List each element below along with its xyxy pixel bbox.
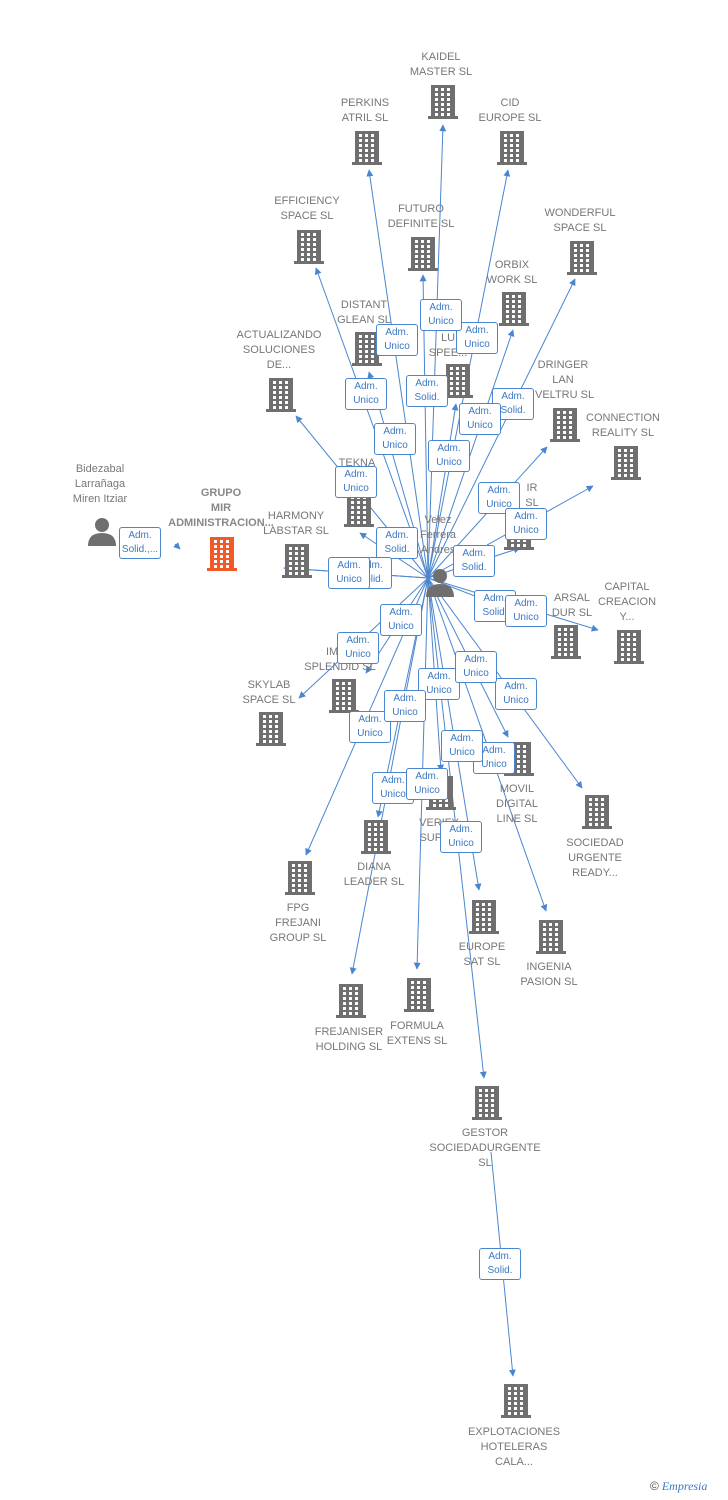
company-label-sociedad[interactable]: SOCIEDAD URGENTE READY... (566, 837, 624, 879)
building-icon[interactable] (352, 332, 382, 366)
role-badge[interactable]: Adm. Solid. (406, 375, 448, 407)
building-icon[interactable] (207, 537, 237, 571)
relation-edge-velez-lu (427, 403, 459, 579)
building-icon[interactable] (361, 820, 391, 854)
building-icon[interactable] (408, 237, 438, 271)
building-icon[interactable] (582, 795, 612, 829)
relation-edge-velez-perkins (366, 169, 429, 579)
building-icon[interactable] (611, 446, 641, 480)
company-label-skylab[interactable]: SKYLAB SPACE SL (242, 679, 296, 706)
role-badge[interactable]: Adm. Unico (384, 690, 426, 722)
building-icon[interactable] (499, 292, 529, 326)
company-label-movil[interactable]: MOVIL DIGITAL LINE SL (496, 783, 538, 825)
role-badge[interactable]: Adm. Unico (345, 378, 387, 410)
building-icon[interactable] (428, 85, 458, 119)
brand-name: Empresia (661, 1479, 708, 1493)
building-icon[interactable] (352, 131, 382, 165)
role-badge[interactable]: Adm. Unico (406, 768, 448, 800)
role-badge[interactable]: Adm. Unico (505, 508, 547, 540)
company-label-dringer[interactable]: DRINGER LAN IVELTRU SL (531, 359, 595, 401)
role-badge[interactable]: Adm. Unico (374, 423, 416, 455)
building-icon[interactable] (501, 1384, 531, 1418)
role-badge[interactable]: Adm. Unico (428, 440, 470, 472)
company-label-efficiency[interactable]: EFFICIENCY SPACE SL (274, 195, 340, 222)
role-badge[interactable]: Adm. Unico (459, 403, 501, 435)
building-icon[interactable] (404, 978, 434, 1012)
relation-edge-velez-efficiency (314, 267, 429, 579)
node-layer (88, 85, 644, 1418)
company-label-gestor[interactable]: GESTOR SOCIEDADURGENTE SL (429, 1127, 541, 1169)
role-badge[interactable]: Adm. Unico (328, 557, 370, 589)
company-label-ingenia[interactable]: INGENIA PASION SL (520, 961, 578, 988)
company-label-ir[interactable]: IR SL (525, 482, 539, 509)
company-label-wonderful[interactable]: WONDERFUL SPACE SL (544, 207, 616, 234)
person-label-velez[interactable]: Velez Ferrera Andres (419, 514, 457, 556)
role-badge[interactable]: Adm. Unico (380, 604, 422, 636)
company-label-fpg[interactable]: FPG FREJANI GROUP SL (269, 902, 327, 944)
building-icon[interactable] (551, 625, 581, 659)
company-label-capital[interactable]: CAPITAL CREACION Y... (597, 581, 657, 623)
person-icon[interactable] (88, 518, 116, 546)
role-badge[interactable]: Adm. Unico (495, 678, 537, 710)
role-badge[interactable]: Adm. Unico (440, 821, 482, 853)
role-badge[interactable]: Adm. Unico (441, 730, 483, 762)
building-icon[interactable] (344, 493, 374, 527)
building-icon[interactable] (282, 544, 312, 578)
role-badge[interactable]: Adm. Unico (335, 466, 377, 498)
company-label-distant[interactable]: DISTANT GLEAN SL (337, 299, 391, 326)
building-icon[interactable] (472, 1086, 502, 1120)
person-label-bidezabal[interactable]: Bidezabal Larrañaga Miren Itziar (72, 463, 128, 505)
company-label-diana[interactable]: DIANA LEADER SL (343, 861, 405, 888)
company-label-harmony[interactable]: HARMONY LABSTAR SL (263, 510, 329, 537)
role-badge[interactable]: Adm. Unico (337, 632, 379, 664)
company-label-actualizando[interactable]: ACTUALIZANDO SOLUCIONES DE... (236, 329, 322, 371)
building-icon[interactable] (266, 378, 296, 412)
role-badge[interactable]: Adm. Solid. (453, 545, 495, 577)
company-label-connection[interactable]: CONNECTION REALITY SL (586, 412, 660, 439)
company-label-grupo[interactable]: GRUPO MIR ADMINISTRACION... (168, 487, 274, 529)
company-label-frejaniser[interactable]: FREJANISER HOLDING SL (314, 1026, 384, 1053)
company-label-formula[interactable]: FORMULA EXTENS SL (386, 1020, 448, 1047)
building-icon[interactable] (536, 920, 566, 954)
role-badge[interactable]: Adm. Solid. (479, 1248, 521, 1280)
role-badge[interactable]: Adm. Unico (456, 322, 498, 354)
building-icon[interactable] (329, 679, 359, 713)
building-icon[interactable] (550, 408, 580, 442)
person-icon[interactable] (426, 569, 454, 597)
company-label-arsal[interactable]: ARSAL DUR SL (551, 592, 593, 619)
role-badge[interactable]: Adm. Unico (478, 482, 520, 514)
company-label-cid[interactable]: CID EUROPE SL (478, 97, 542, 124)
building-icon[interactable] (443, 364, 473, 398)
building-icon[interactable] (497, 131, 527, 165)
building-icon[interactable] (469, 900, 499, 934)
company-label-europe[interactable]: EUROPE SAT SL (458, 941, 506, 968)
company-label-orbix[interactable]: ORBIX WORK SL (486, 259, 538, 286)
building-icon[interactable] (256, 712, 286, 746)
role-badge[interactable]: Adm. Unico (455, 651, 497, 683)
role-badge[interactable]: Adm. Unico (376, 324, 418, 356)
relation-edge-bidezabal-grupo (173, 542, 181, 550)
company-label-futuro[interactable]: FUTURO DEFINITE SL (387, 203, 455, 230)
relation-edge-velez-kaidel (427, 124, 447, 579)
role-badge[interactable]: Adm. Solid.,... (119, 527, 161, 559)
company-label-perkins[interactable]: PERKINS ATRIL SL (340, 97, 390, 124)
building-icon[interactable] (285, 861, 315, 895)
relation-edge-velez-orbix (427, 329, 515, 579)
building-icon[interactable] (614, 630, 644, 664)
footer-brand[interactable]: © Empresia (650, 1479, 707, 1494)
relation-edge-velez-wonderful (427, 278, 576, 579)
company-label-kaidel[interactable]: KAIDEL MASTER SL (409, 51, 473, 78)
company-label-explotaciones[interactable]: EXPLOTACIONES HOTELERAS CALA... (467, 1426, 561, 1468)
role-badge[interactable]: Adm. Unico (420, 299, 462, 331)
copyright-symbol: © (650, 1479, 659, 1493)
role-badge[interactable]: Adm. Unico (505, 595, 547, 627)
building-icon[interactable] (336, 984, 366, 1018)
building-icon[interactable] (294, 230, 324, 264)
building-icon[interactable] (567, 241, 597, 275)
role-badge[interactable]: Adm. Solid. (376, 527, 418, 559)
